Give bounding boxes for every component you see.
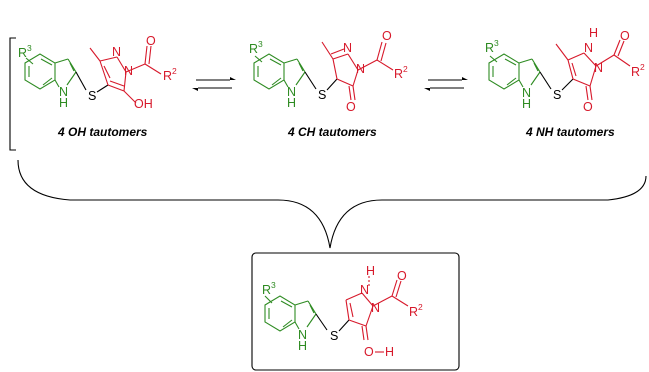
indole-nh-h: H	[298, 339, 307, 353]
pyrazole-n2: N	[112, 45, 121, 59]
pyrazolone-n1: N	[360, 283, 369, 297]
ring-oxygen: O	[346, 100, 356, 114]
keto-oxygen: O	[397, 269, 407, 283]
pyrazolone-n1: N	[356, 62, 365, 76]
keto-oxygen: O	[382, 29, 392, 43]
pyrazole-n1: N	[124, 64, 133, 78]
left-bracket	[9, 37, 16, 151]
keto-oxygen: O	[146, 34, 156, 48]
structure-oh-tautomer: R3 N H S N N O R2 OH	[18, 34, 177, 111]
sulfur-label: S	[318, 88, 326, 102]
n1-hydrogen: H	[366, 264, 375, 278]
pyrazolone-n2: N	[594, 61, 603, 75]
hydroxyl-label: OH	[134, 97, 153, 111]
indole-nh-h: H	[59, 96, 68, 110]
r2-label: R2	[409, 302, 423, 319]
label-oh-tautomers: 4 OH tautomers	[57, 125, 148, 139]
structure-hbonded-tautomer: R3 N H S H N N O R2 O H	[262, 264, 423, 359]
keto-oxygen: O	[620, 29, 630, 43]
pyrazole-ring: N N O R2 OH	[89, 34, 177, 111]
r2-label: R2	[163, 66, 177, 83]
hydroxyl-hydrogen: H	[385, 345, 394, 359]
indole-nh-h: H	[287, 96, 296, 110]
indole-n: N	[59, 85, 68, 99]
pyrazolone-ring: H N N O R2 O H	[345, 264, 423, 359]
equilibrium-arrows-2	[424, 77, 468, 91]
indole-n: N	[287, 85, 296, 99]
indole-ring: R3 N H	[18, 43, 77, 110]
r3-label: R3	[262, 280, 276, 297]
indole-ring: R3 N H	[249, 39, 306, 110]
r2-label: R2	[394, 64, 408, 81]
r3-label: R3	[249, 39, 263, 56]
pyrazolone-n2: N	[343, 41, 352, 55]
indole-n: N	[298, 328, 307, 342]
label-ch-tautomers: 4 CH tautomers	[287, 125, 377, 139]
equilibrium-arrows-1	[192, 77, 236, 91]
r3-label: R3	[18, 43, 32, 60]
pyrazolone-ring: H N N O R2 O	[555, 26, 645, 114]
indole-nh-h: H	[522, 97, 531, 111]
sulfur-label: S	[553, 88, 561, 102]
ring-oxygen: O	[583, 100, 593, 114]
structure-nh-tautomer: R3 N H S H N N O R2 O	[485, 26, 645, 114]
r2-label: R2	[631, 62, 645, 79]
indole-ring: R3 N H	[262, 280, 317, 353]
ring-oxygen: O	[364, 345, 374, 359]
hbond-structure-box	[251, 252, 460, 371]
sulfur-label: S	[330, 329, 338, 343]
n1-hydrogen: H	[589, 26, 598, 40]
indole-n: N	[522, 86, 531, 100]
structure-ch-tautomer: R3 N H S N N O R2 O	[249, 29, 408, 114]
pyrazolone-n1: N	[584, 41, 593, 55]
r3-label: R3	[485, 38, 499, 55]
pyrazolone-ring: N N O R2 O	[321, 29, 408, 114]
label-nh-tautomers: 4 NH tautomers	[525, 125, 615, 139]
sulfur-label: S	[88, 89, 96, 103]
curly-brace	[17, 159, 647, 249]
pyrazolone-n2: N	[371, 301, 380, 315]
indole-ring: R3 N H	[485, 38, 541, 111]
